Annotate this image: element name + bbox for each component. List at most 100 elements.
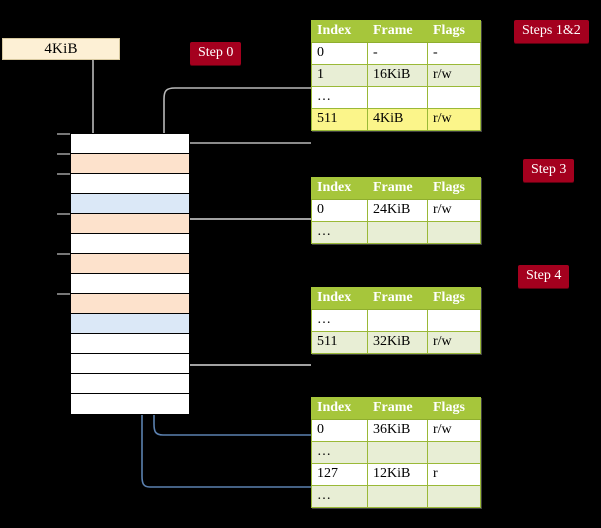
- wire-level2-to-memory: [178, 218, 311, 266]
- memory-frame: [71, 234, 189, 254]
- badge-steps-1-2-label: Steps 1&2: [522, 23, 581, 38]
- cell-index: …: [311, 485, 368, 508]
- th-frame: Frame: [367, 397, 428, 420]
- table-row: …: [311, 485, 481, 508]
- cell-flags: [427, 441, 481, 464]
- memory-frame: [71, 314, 189, 334]
- cell-flags: r/w: [427, 108, 481, 131]
- memory-frame-tick: [57, 133, 70, 135]
- table-row: …: [311, 86, 481, 109]
- memory-frame: [71, 294, 189, 314]
- cell-index: 0: [311, 419, 368, 442]
- memory-frame: [71, 374, 189, 394]
- cell-flags: r/w: [427, 331, 481, 354]
- table-row: 0--: [311, 42, 481, 65]
- cell-index: …: [311, 441, 368, 464]
- cell-index: 511: [311, 331, 368, 354]
- memory-frame-tick: [57, 153, 70, 155]
- badge-step-3-label: Step 3: [531, 162, 567, 177]
- badge-step-4-label: Step 4: [526, 268, 562, 283]
- cell-flags: r/w: [427, 64, 481, 87]
- memory-frame-tick: [57, 213, 70, 215]
- cell-flags: -: [427, 42, 481, 65]
- cell-flags: r: [427, 463, 481, 486]
- cell-flags: [427, 86, 481, 109]
- cell-frame: [367, 221, 428, 244]
- table-row: …: [311, 309, 481, 332]
- memory-frame-tick: [57, 253, 70, 255]
- cell-frame: 32KiB: [367, 331, 428, 354]
- memory-frame: [71, 274, 189, 294]
- memory-frame: [71, 214, 189, 234]
- cell-frame: [367, 485, 428, 508]
- th-flags: Flags: [427, 287, 481, 310]
- memory-frame: [71, 334, 189, 354]
- th-index: Index: [311, 287, 368, 310]
- th-flags: Flags: [427, 397, 481, 420]
- memory-frame: [71, 174, 189, 194]
- cell-index: …: [311, 86, 368, 109]
- cell-frame: [367, 441, 428, 464]
- memory-frame: [71, 154, 189, 174]
- cell-flags: r/w: [427, 419, 481, 442]
- table-row: …: [311, 221, 481, 244]
- table-header-row: Index Frame Flags: [311, 177, 481, 200]
- badge-steps-1-2: Steps 1&2: [514, 20, 589, 43]
- table-row: …: [311, 441, 481, 464]
- table-header-row: Index Frame Flags: [311, 20, 481, 43]
- cell-frame: 16KiB: [367, 64, 428, 87]
- cell-frame: 24KiB: [367, 199, 428, 222]
- cell-index: 0: [311, 42, 368, 65]
- cell-frame: 12KiB: [367, 463, 428, 486]
- cell-index: 0: [311, 199, 368, 222]
- th-frame: Frame: [367, 20, 428, 43]
- memory-frame-tick: [57, 173, 70, 175]
- page-box-4kib: 4KiB: [2, 38, 120, 60]
- cell-frame: -: [367, 42, 428, 65]
- th-index: Index: [311, 20, 368, 43]
- th-flags: Flags: [427, 20, 481, 43]
- cell-frame: 4KiB: [367, 108, 428, 131]
- cell-flags: [427, 221, 481, 244]
- cell-index: 1: [311, 64, 368, 87]
- badge-step-4: Step 4: [518, 265, 570, 288]
- cell-index: 511: [311, 108, 368, 131]
- th-index: Index: [311, 397, 368, 420]
- cell-index: …: [311, 221, 368, 244]
- memory-frame: [71, 354, 189, 374]
- cell-frame: 36KiB: [367, 419, 428, 442]
- memory-frame: [71, 194, 189, 214]
- th-index: Index: [311, 177, 368, 200]
- cell-frame: [367, 86, 428, 109]
- th-flags: Flags: [427, 177, 481, 200]
- badge-step-3: Step 3: [523, 159, 575, 182]
- badge-step-0: Step 0: [190, 42, 242, 65]
- page-box-label: 4KiB: [44, 40, 78, 57]
- th-frame: Frame: [367, 287, 428, 310]
- memory-frame-tick: [57, 293, 70, 295]
- cell-flags: [427, 485, 481, 508]
- table-header-row: Index Frame Flags: [311, 287, 481, 310]
- badge-step-0-label: Step 0: [198, 45, 234, 60]
- memory-frame: [71, 254, 189, 274]
- cell-frame: [367, 309, 428, 332]
- memory-frame: [71, 394, 189, 414]
- table-header-row: Index Frame Flags: [311, 397, 481, 420]
- cell-index: …: [311, 309, 368, 332]
- cell-flags: r/w: [427, 199, 481, 222]
- physical-memory-column: [70, 133, 190, 415]
